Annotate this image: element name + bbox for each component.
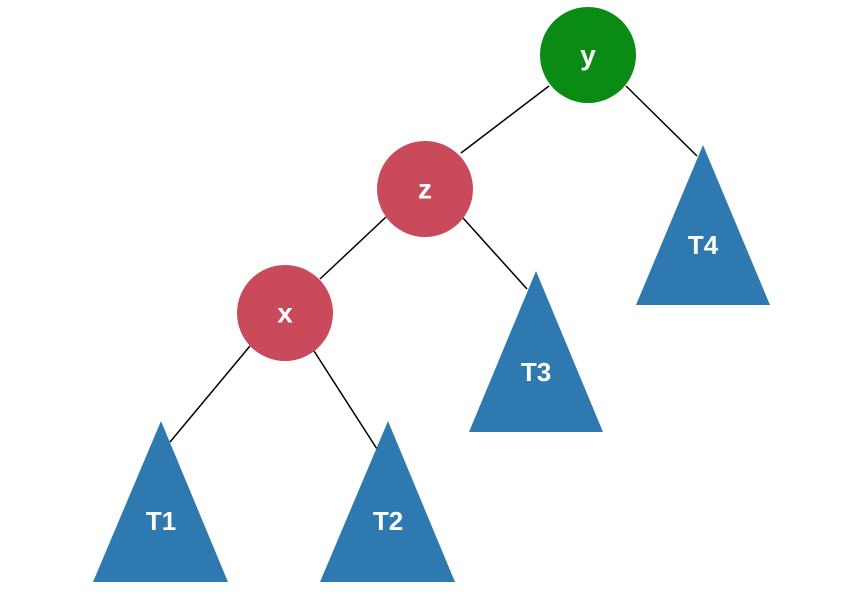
triangle-t3	[469, 271, 603, 432]
edge-z-x	[319, 216, 387, 280]
label-t1: T1	[146, 506, 176, 536]
subtree-t4: T4	[636, 145, 770, 305]
node-z: z	[377, 141, 473, 237]
edge-y-t4	[625, 85, 698, 157]
circle-x	[237, 265, 333, 361]
subtree-t3: T3	[469, 271, 603, 432]
label-x: x	[277, 298, 293, 329]
node-x: x	[237, 265, 333, 361]
circle-z	[377, 141, 473, 237]
edge-x-t2	[313, 350, 378, 450]
node-y: y	[540, 7, 636, 103]
label-t2: T2	[373, 506, 403, 536]
triangle-t4	[636, 145, 770, 305]
label-t4: T4	[688, 230, 719, 260]
edge-y-z	[460, 85, 550, 154]
edges	[169, 85, 698, 450]
edge-z-t3	[462, 217, 528, 290]
label-z: z	[418, 174, 432, 205]
label-t3: T3	[521, 357, 551, 387]
subtree-t1: T1	[93, 421, 228, 582]
triangle-t1	[93, 421, 228, 582]
label-y: y	[580, 40, 596, 71]
triangle-t2	[320, 421, 455, 582]
circle-y	[540, 7, 636, 103]
subtree-t2: T2	[320, 421, 455, 582]
edge-x-t1	[169, 345, 251, 443]
